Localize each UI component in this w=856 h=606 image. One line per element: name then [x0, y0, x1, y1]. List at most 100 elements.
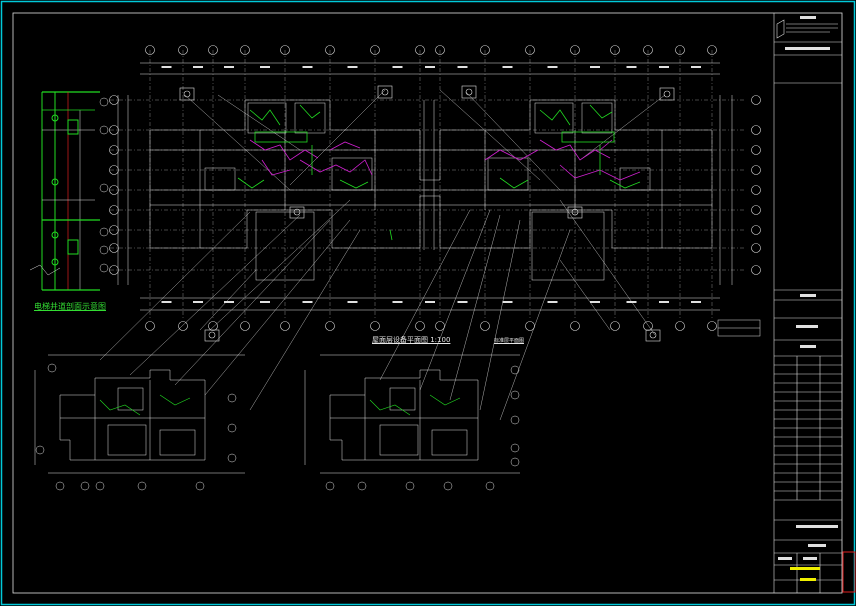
dimension-text-mark	[392, 66, 403, 68]
dimension-text-mark	[502, 301, 513, 303]
axis-bubble	[751, 265, 761, 275]
axis-bubble	[751, 145, 761, 155]
dimension-text-mark	[224, 66, 234, 68]
dimension-text-mark	[457, 301, 468, 303]
axis-bubble	[751, 243, 761, 253]
axis-bubble	[370, 321, 380, 331]
dimension-text-mark	[626, 66, 637, 68]
dimension-text-mark	[502, 66, 513, 68]
axis-grid	[110, 50, 745, 320]
dimension-text-mark	[392, 301, 403, 303]
axis-bubble	[208, 45, 218, 55]
axis-bubble	[751, 225, 761, 235]
axis-bubble	[707, 321, 717, 331]
dimension-text-mark	[425, 301, 435, 303]
axis-bubble	[178, 45, 188, 55]
yellow-signature-bars	[790, 567, 820, 581]
axis-bubble	[643, 45, 653, 55]
axis-bubble	[525, 45, 535, 55]
axis-bubble	[751, 95, 761, 105]
axis-bubble	[109, 265, 119, 275]
dimension-text-mark	[193, 301, 203, 303]
legend-note	[717, 319, 761, 337]
dimension-text-mark	[590, 66, 600, 68]
axis-bubble	[325, 321, 335, 331]
equipment-symbols	[179, 85, 675, 342]
axis-bubble	[435, 45, 445, 55]
title-block-fills	[778, 16, 838, 560]
dimension-text-mark	[260, 66, 270, 68]
dimension-text-mark	[691, 66, 701, 68]
axis-bubble	[109, 145, 119, 155]
dimension-text-mark	[659, 301, 669, 303]
axis-bubble	[109, 205, 119, 215]
axis-bubble	[240, 321, 250, 331]
axis-bubble	[415, 45, 425, 55]
unit-plan-right-wiring	[369, 394, 461, 416]
leader-lines	[99, 89, 666, 421]
axis-bubble	[675, 321, 685, 331]
axis-bubble	[435, 321, 445, 331]
axis-bubble	[370, 45, 380, 55]
axis-bubble	[751, 165, 761, 175]
dimension-text-mark	[161, 301, 172, 303]
axis-bubble	[610, 321, 620, 331]
dimension-text-mark	[691, 301, 701, 303]
dimension-text-mark	[193, 66, 203, 68]
riser-diagram-caption: 电梯井道剖面示意图	[34, 302, 106, 311]
axis-bubble	[751, 185, 761, 195]
axis-bubbles	[109, 45, 761, 331]
axis-bubble	[751, 125, 761, 135]
dimension-text-mark	[347, 66, 358, 68]
dimension-text-mark	[457, 66, 468, 68]
dimension-text-mark	[260, 301, 270, 303]
red-stamp-tab	[842, 551, 856, 593]
axis-bubble	[480, 321, 490, 331]
dimension-text-mark	[302, 66, 313, 68]
unit-plan-left-wiring	[99, 394, 191, 416]
dimension-text-mark	[224, 301, 234, 303]
riser-diagram	[29, 91, 109, 291]
axis-bubble	[240, 45, 250, 55]
magenta-wiring	[249, 139, 641, 181]
title-block	[773, 13, 842, 593]
axis-bubble	[643, 321, 653, 331]
axis-bubble	[570, 321, 580, 331]
axis-bubble	[280, 321, 290, 331]
axis-bubble	[208, 321, 218, 331]
axis-bubble	[109, 243, 119, 253]
axis-bubble	[145, 45, 155, 55]
main-plan-caption: 屋面层设备平面图 1:100	[372, 336, 451, 344]
dimension-text-mark	[161, 66, 172, 68]
axis-bubble	[109, 95, 119, 105]
axis-bubble	[280, 45, 290, 55]
dimension-text-mark	[547, 66, 558, 68]
axis-bubble	[325, 45, 335, 55]
axis-bubble	[415, 321, 425, 331]
dimension-text-mark	[547, 301, 558, 303]
green-wiring	[237, 104, 641, 241]
dimension-text-mark	[302, 301, 313, 303]
axis-bubble	[109, 165, 119, 175]
unit-plan-right	[304, 354, 520, 491]
axis-bubble	[675, 45, 685, 55]
axis-bubble	[178, 321, 188, 331]
dimension-text-mark	[590, 301, 600, 303]
dimension-text-mark	[626, 301, 637, 303]
dimension-texts	[161, 66, 701, 303]
scale-note: 标准层平面图	[494, 338, 525, 344]
axis-bubble	[109, 225, 119, 235]
dimension-text-mark	[425, 66, 435, 68]
unit-plan-left	[34, 354, 245, 491]
company-logo-icon	[776, 19, 838, 39]
axis-bubble	[480, 45, 490, 55]
axis-bubble	[751, 205, 761, 215]
dimension-text-mark	[347, 301, 358, 303]
axis-bubble	[109, 185, 119, 195]
drawing-inner-frame	[12, 12, 843, 594]
dimension-text-mark	[659, 66, 669, 68]
axis-bubble	[109, 125, 119, 135]
axis-bubble	[707, 45, 717, 55]
